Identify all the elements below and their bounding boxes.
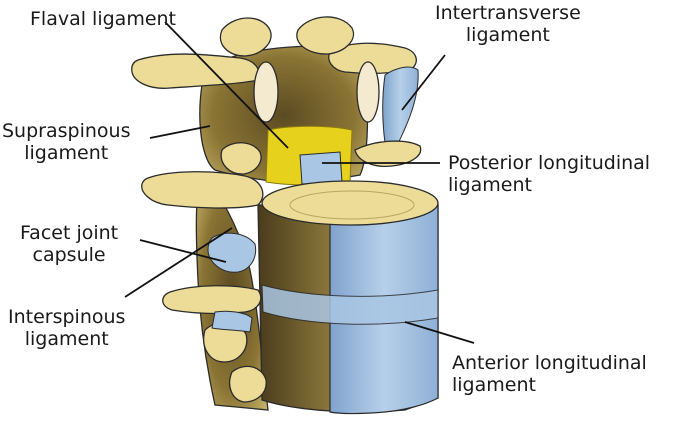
- label-interspinous-line1: Interspinous: [8, 306, 126, 328]
- leader-interspinous: [124, 227, 233, 298]
- intertransverse-ligament-shape: [382, 66, 419, 162]
- facet-cut-surfaces: [253, 61, 380, 123]
- vertebral-body: [257, 180, 439, 415]
- middle-processes: [141, 140, 422, 209]
- posterior-longitudinal-ligament-shape: [299, 151, 343, 185]
- label-interspinous-ligament: Interspinous ligament: [8, 306, 125, 350]
- label-flaval-ligament: Flaval ligament: [30, 8, 176, 30]
- label-intertransverse-line2: ligament: [465, 24, 550, 46]
- label-facet-joint-line2: capsule: [32, 244, 106, 266]
- label-anterior-longitudinal-line2: ligament: [452, 374, 536, 396]
- upper-transverse-processes: [131, 16, 417, 89]
- label-supraspinous-line1: Supraspinous: [2, 120, 131, 142]
- label-posterior-longitudinal-line1: Posterior longitudinal: [448, 152, 651, 174]
- label-interspinous-line2: ligament: [24, 328, 109, 350]
- label-facet-joint-capsule: Facet joint capsule: [20, 222, 118, 266]
- label-anterior-longitudinal-ligament: Anterior longitudinal ligament: [452, 352, 647, 396]
- interspinous-ligament-shape: [211, 310, 253, 333]
- label-facet-joint-line1: Facet joint: [20, 222, 119, 244]
- leader-intertransverse: [401, 54, 446, 111]
- label-posterior-longitudinal-line2: ligament: [448, 174, 532, 196]
- label-anterior-longitudinal-line1: Anterior longitudinal: [452, 352, 647, 374]
- leader-facet-joint: [139, 239, 227, 263]
- leader-lines: [124, 21, 475, 344]
- label-supraspinous-ligament: Supraspinous ligament: [2, 120, 130, 164]
- leader-anterior-longitudinal: [404, 321, 475, 344]
- facet-joint-capsule-shape: [207, 232, 257, 273]
- label-supraspinous-line2: ligament: [24, 142, 109, 164]
- label-intertransverse-line1: Intertransverse: [435, 2, 581, 24]
- label-intertransverse-ligament: Intertransverse ligament: [435, 2, 581, 46]
- leader-supraspinous: [149, 125, 211, 139]
- label-flaval-text: Flaval ligament: [30, 8, 177, 30]
- lower-processes: [162, 285, 267, 403]
- label-posterior-longitudinal-ligament: Posterior longitudinal ligament: [448, 152, 650, 196]
- leader-flaval: [164, 21, 289, 149]
